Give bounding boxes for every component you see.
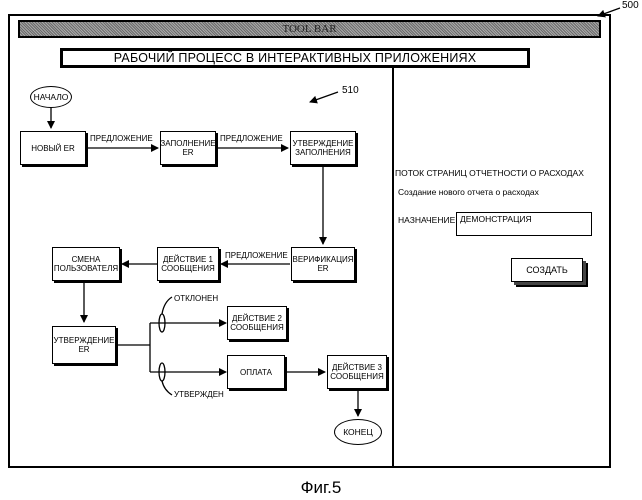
page-title: РАБОЧИЙ ПРОЦЕСС В ИНТЕРАКТИВНЫХ ПРИЛОЖЕН… (60, 48, 530, 68)
node-payment: ОПЛАТА (227, 355, 285, 389)
edge-label-propose-1: ПРЕДЛОЖЕНИЕ (90, 134, 153, 143)
node-fill-er: ЗАПОЛНЕНИЕ ER (160, 131, 216, 165)
purpose-field[interactable]: ДЕМОНСТРАЦИЯ (456, 212, 592, 236)
edge-label-approved: УТВЕРЖДЕН (174, 390, 224, 399)
create-button[interactable]: СОЗДАТЬ (511, 258, 583, 282)
node-change-user: СМЕНА ПОЛЬЗОВАТЕЛЯ (52, 247, 120, 281)
report-stream-title: ПОТОК СТРАНИЦ ОТЧЕТНОСТИ О РАСХОДАХ (395, 168, 584, 178)
node-msg-action-3: ДЕЙСТВИЕ 3 СООБЩЕНИЯ (327, 355, 387, 389)
start-node: НАЧАЛО (30, 86, 72, 108)
edge-label-propose-3: ПРЕДЛОЖЕНИЕ (225, 251, 288, 260)
panel-divider (392, 68, 394, 466)
report-subtitle: Создание нового отчета о расходах (398, 187, 539, 197)
purpose-label: НАЗНАЧЕНИЕ (398, 215, 455, 225)
node-verify-er: ВЕРИФИКАЦИЯ ER (291, 247, 355, 281)
ref-label-flow: 510 (342, 85, 359, 96)
node-approve-fill: УТВЕРЖДЕНИЕ ЗАПОЛНЕНИЯ (290, 131, 356, 165)
node-approve-er: УТВЕРЖДЕНИЕ ER (52, 326, 116, 364)
node-msg-action-2: ДЕЙСТВИЕ 2 СООБЩЕНИЯ (227, 306, 287, 340)
edge-label-propose-2: ПРЕДЛОЖЕНИЕ (220, 134, 283, 143)
node-new-er: НОВЫЙ ER (20, 131, 86, 165)
edge-label-rejected: ОТКЛОНЕН (174, 294, 218, 303)
node-msg-action-1: ДЕЙСТВИЕ 1 СООБЩЕНИЯ (157, 247, 219, 281)
end-node: КОНЕЦ (334, 419, 382, 445)
figure-caption: Фиг.5 (0, 478, 642, 498)
ref-label-window: 500 (622, 0, 639, 11)
application-window (8, 14, 611, 468)
toolbar[interactable]: TOOL BAR (18, 20, 601, 38)
toolbar-label: TOOL BAR (282, 23, 336, 35)
